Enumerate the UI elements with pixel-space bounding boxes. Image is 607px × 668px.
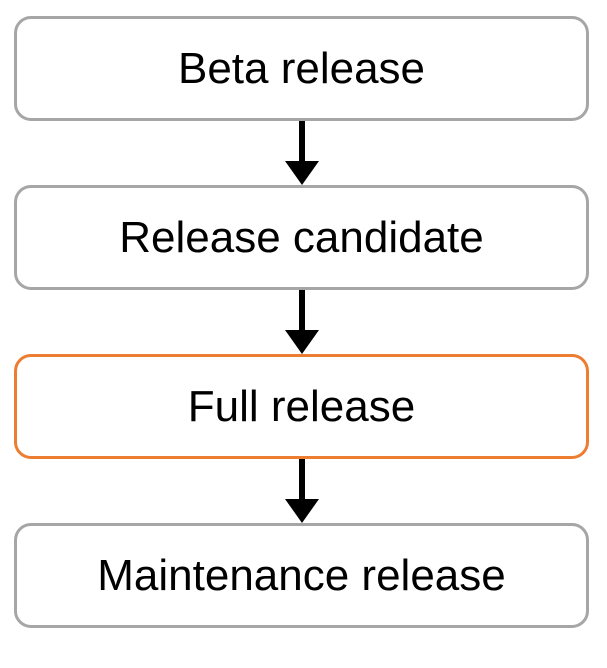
down-arrow-icon <box>284 459 319 523</box>
release-stages-flowchart: Beta release Release candidate Full rele… <box>14 16 589 628</box>
flow-node-maintenance-release: Maintenance release <box>14 523 589 628</box>
connector-candidate-to-full <box>14 290 589 354</box>
down-arrow-icon <box>284 121 319 185</box>
flow-node-beta-release: Beta release <box>14 16 589 121</box>
connector-beta-to-candidate <box>14 121 589 185</box>
flow-node-release-candidate: Release candidate <box>14 185 589 290</box>
connector-full-to-maintenance <box>14 459 589 523</box>
down-arrow-icon <box>284 290 319 354</box>
flow-node-full-release: Full release <box>14 354 589 459</box>
